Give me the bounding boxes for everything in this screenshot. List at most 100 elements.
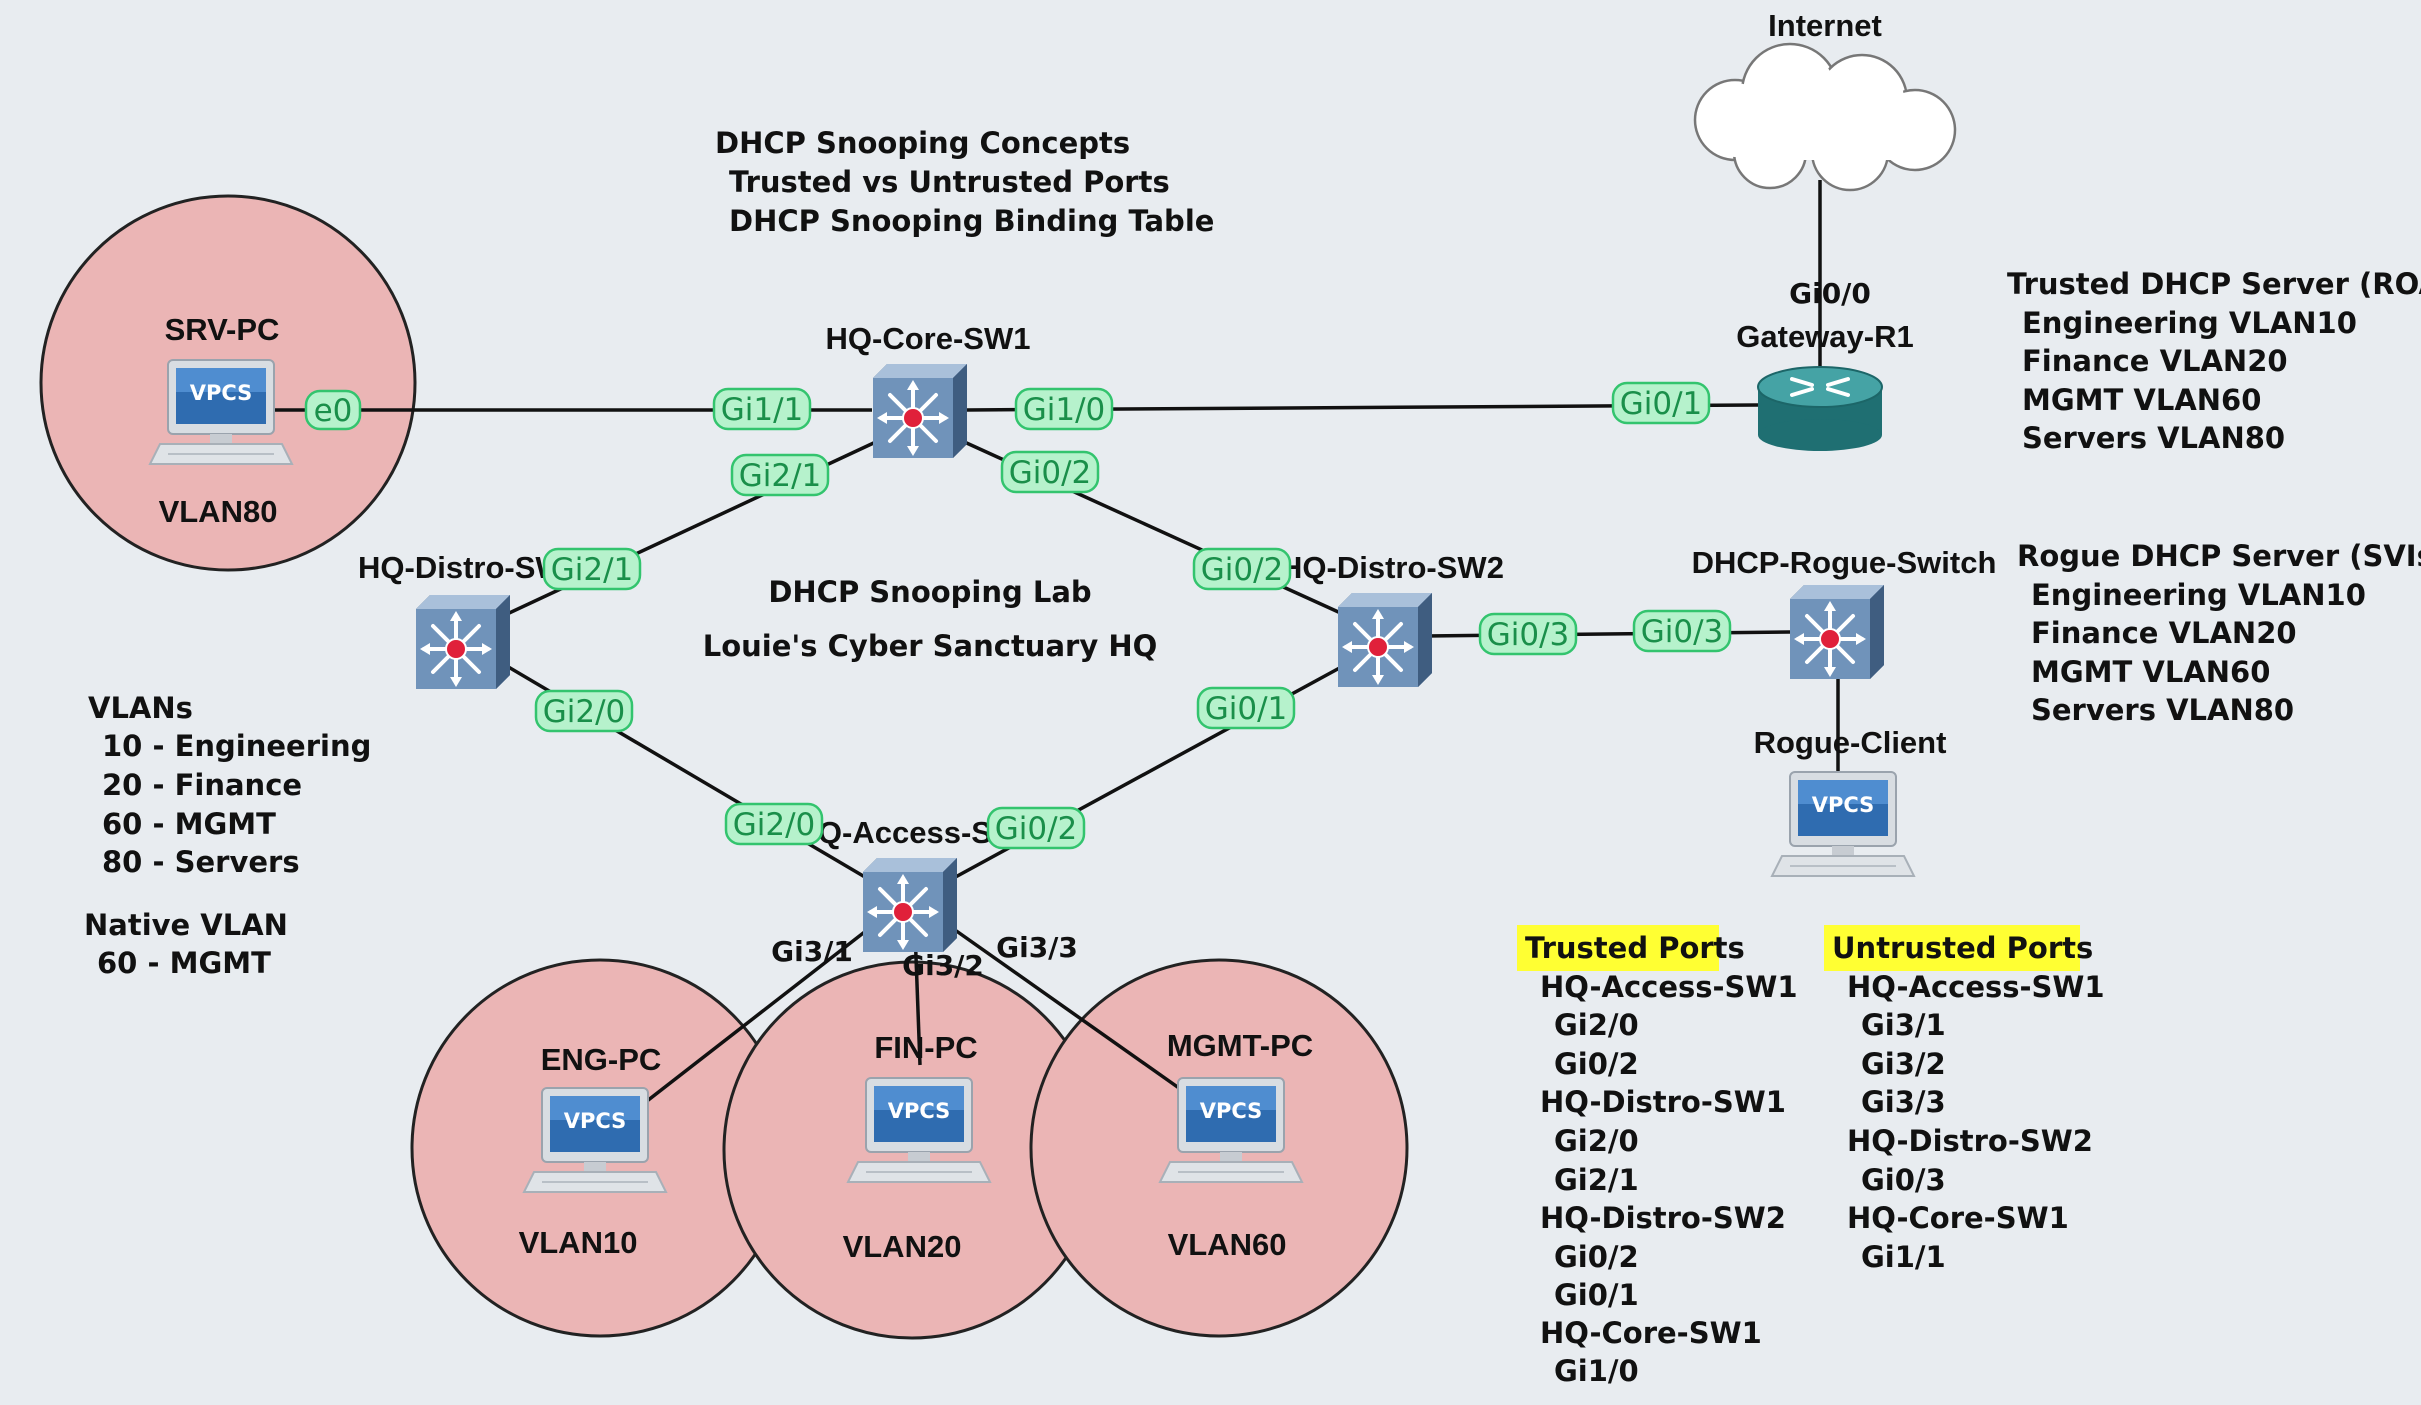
srv-pc-icon[interactable]: [149, 359, 293, 465]
mgmt-pc-icon[interactable]: [1159, 1077, 1303, 1183]
trusted-ports-title: Trusted Ports: [1525, 931, 1745, 965]
trusted-line-9: Gi0/1: [1554, 1278, 1639, 1312]
trusted-line-4: HQ-Distro-SW1: [1540, 1085, 1786, 1119]
gateway-label: Gateway-R1: [1736, 319, 1913, 354]
native-vlan-title: Native VLAN: [84, 908, 288, 942]
svg-text:Gi2/1: Gi2/1: [551, 552, 634, 588]
untrusted-line-6: Gi0/3: [1861, 1163, 1946, 1197]
vlans-title: VLANs: [88, 691, 193, 725]
rogue-server-title: Rogue DHCP Server (SVIs): [2017, 539, 2421, 573]
link-access-mgmt: [953, 928, 1205, 1107]
port-gw-gi0-1[interactable]: Gi0/1: [1611, 381, 1711, 425]
svg-text:e0: e0: [314, 393, 353, 429]
trusted-ports-highlight: [1517, 925, 1719, 971]
svg-text:Gi0/3: Gi0/3: [1487, 617, 1570, 653]
trusted-line-10: HQ-Core-SW1: [1540, 1316, 1762, 1350]
port-d1-gi2-1[interactable]: Gi2/1: [542, 547, 642, 591]
trusted-line-6: Gi2/1: [1554, 1163, 1639, 1197]
vlan-item-3: 60 - MGMT: [102, 807, 276, 841]
trusted-line-11: Gi1/0: [1554, 1354, 1639, 1388]
trusted-line-8: Gi0/2: [1554, 1240, 1639, 1274]
port-core-gi1-0[interactable]: Gi1/0: [1014, 387, 1114, 431]
vpcs-labels: VPCS VPCS VPCS VPCS VPCS: [190, 381, 1875, 1133]
trusted-server-title: Trusted DHCP Server (ROAS): [2007, 267, 2421, 301]
port-d2-gi0-1[interactable]: Gi0/1: [1196, 686, 1296, 730]
port-acc-gi2-0[interactable]: Gi2/0: [724, 802, 824, 846]
untrusted-line-4: Gi3/3: [1861, 1085, 1946, 1119]
eng-pc-icon[interactable]: [523, 1087, 667, 1193]
svg-text:Gi0/1: Gi0/1: [1620, 386, 1703, 422]
trusted-line-5: Gi2/0: [1554, 1124, 1639, 1158]
vlan-item-4: 80 - Servers: [102, 845, 300, 879]
trusted-ports-block: Trusted Ports HQ-Access-SW1 Gi2/0 Gi0/2 …: [1517, 925, 1798, 1388]
title-line-3: DHCP Snooping Binding Table: [729, 204, 1214, 238]
mgmt-pc-label: MGMT-PC: [1167, 1028, 1313, 1063]
fin-pc-label: FIN-PC: [874, 1030, 977, 1065]
port-gw-gi0-0: Gi0/0: [1789, 277, 1871, 310]
svg-text:Gi0/2: Gi0/2: [1201, 552, 1284, 588]
port-d2-gi0-3[interactable]: Gi0/3: [1478, 612, 1578, 656]
port-srv-e0[interactable]: e0: [304, 389, 362, 431]
internet-label: Internet: [1768, 8, 1882, 43]
untrusted-line-1: HQ-Access-SW1: [1847, 970, 2105, 1004]
distro1-switch-icon[interactable]: [414, 593, 512, 691]
rogue-server-item-1: Engineering VLAN10: [2031, 578, 2366, 612]
vlan-legend: VLANs 10 - Engineering 20 - Finance 60 -…: [84, 691, 371, 980]
rogue-switch-icon[interactable]: [1788, 583, 1886, 681]
zone-label-fin: VLAN20: [843, 1229, 962, 1264]
zone-label-srv: VLAN80: [159, 494, 278, 529]
native-vlan-value: 60 - MGMT: [97, 946, 271, 980]
trusted-line-1: HQ-Access-SW1: [1540, 970, 1798, 1004]
untrusted-line-3: Gi3/2: [1861, 1047, 1946, 1081]
access-switch-icon[interactable]: [861, 856, 959, 954]
port-core-gi0-2[interactable]: Gi0/2: [1000, 450, 1100, 494]
vlan-item-2: 20 - Finance: [102, 768, 302, 802]
distro2-switch-icon[interactable]: [1336, 591, 1434, 689]
rogue-server-item-4: Servers VLAN80: [2031, 693, 2294, 727]
vpcs-label-mgmt: VPCS: [1200, 1099, 1263, 1123]
port-core-gi1-1[interactable]: Gi1/1: [712, 387, 812, 431]
trusted-server-item-2: Finance VLAN20: [2022, 344, 2288, 378]
port-acc-gi3-3: Gi3/3: [996, 931, 1078, 964]
svg-text:Gi1/1: Gi1/1: [721, 392, 804, 428]
core-label: HQ-Core-SW1: [826, 321, 1031, 356]
svg-text:Gi2/0: Gi2/0: [733, 807, 816, 843]
port-rogue-gi0-3[interactable]: Gi0/3: [1632, 609, 1732, 653]
rogue-server-item-3: MGMT VLAN60: [2031, 655, 2270, 689]
port-d2-gi0-2[interactable]: Gi0/2: [1192, 547, 1292, 591]
port-core-gi2-1[interactable]: Gi2/1: [730, 453, 830, 497]
title-line-1: DHCP Snooping Concepts: [715, 126, 1130, 160]
link-access-fin: [913, 929, 922, 1066]
eng-pc-label: ENG-PC: [541, 1042, 662, 1077]
untrusted-line-2: Gi3/1: [1861, 1008, 1946, 1042]
trusted-server-block: Trusted DHCP Server (ROAS) Engineering V…: [2007, 267, 2421, 455]
port-acc-gi0-2[interactable]: Gi0/2: [986, 806, 1086, 850]
untrusted-line-5: HQ-Distro-SW2: [1847, 1124, 2093, 1158]
center-line-2: Louie's Cyber Sanctuary HQ: [703, 629, 1158, 663]
svg-text:Gi0/1: Gi0/1: [1205, 691, 1288, 727]
fin-pc-icon[interactable]: [847, 1077, 991, 1183]
svg-text:Gi0/2: Gi0/2: [995, 811, 1078, 847]
untrusted-ports-highlight: [1824, 925, 2080, 971]
rogue-client-label: Rogue-Client: [1754, 725, 1947, 760]
untrusted-ports-block: Untrusted Ports HQ-Access-SW1 Gi3/1 Gi3/…: [1824, 925, 2105, 1274]
rogue-client-icon[interactable]: [1771, 771, 1915, 877]
svg-text:Gi1/0: Gi1/0: [1023, 392, 1106, 428]
vpcs-label-srv: VPCS: [190, 381, 253, 405]
trusted-line-3: Gi0/2: [1554, 1047, 1639, 1081]
title-block: DHCP Snooping Concepts Trusted vs Untrus…: [715, 126, 1214, 238]
svg-text:Gi0/3: Gi0/3: [1641, 614, 1724, 650]
link-access-eng: [636, 918, 882, 1110]
gateway-router[interactable]: [1757, 366, 1883, 451]
internet-cloud[interactable]: [1693, 42, 1957, 192]
vpcs-label-rogue: VPCS: [1812, 793, 1875, 817]
port-d1-gi2-0[interactable]: Gi2/0: [534, 689, 634, 733]
vlan-item-1: 10 - Engineering: [102, 729, 371, 763]
untrusted-line-7: HQ-Core-SW1: [1847, 1201, 2069, 1235]
core-switch-icon[interactable]: [871, 362, 969, 460]
zone-labels: VLAN80 VLAN10 VLAN20 VLAN60: [159, 494, 1287, 1264]
rogue-server-item-2: Finance VLAN20: [2031, 616, 2297, 650]
trusted-line-7: HQ-Distro-SW2: [1540, 1201, 1786, 1235]
center-line-1: DHCP Snooping Lab: [768, 575, 1091, 609]
